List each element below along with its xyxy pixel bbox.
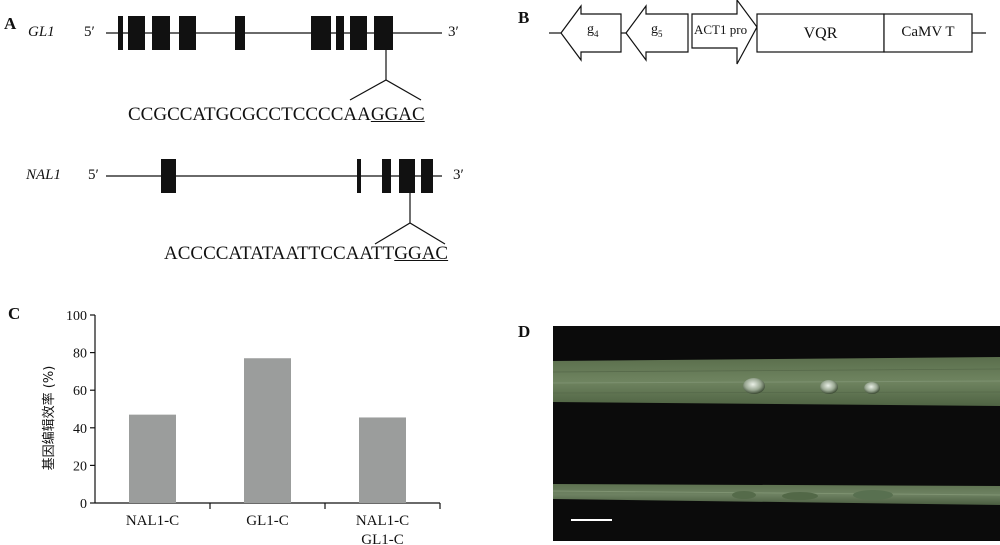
bar	[244, 358, 291, 503]
camv-terminator-label: CaMV T	[901, 24, 955, 40]
nal1-gene-name: NAL1	[26, 167, 62, 183]
wet-spot	[732, 491, 756, 499]
gl1-seq-pam: GGAC	[370, 104, 425, 125]
upper-leaf-vein	[552, 368, 1000, 373]
y-tick-label: 100	[66, 309, 87, 324]
nal1-seq-plain: ACCCCATATAATTCCAATT	[164, 243, 395, 264]
x-tick-label: GL1-C	[246, 513, 289, 529]
gl1-exon	[118, 16, 123, 50]
gl1-five-prime: 5′	[84, 24, 95, 40]
nal1-target-pointer	[374, 222, 446, 245]
vqr-label: VQR	[803, 25, 838, 42]
panel-b-label: B	[518, 8, 530, 27]
y-tick-label: 40	[73, 422, 87, 437]
y-tick-label: 80	[73, 347, 87, 362]
gl1-exon	[311, 16, 331, 50]
nal1-exon	[357, 159, 361, 193]
gl1-exon	[336, 16, 344, 50]
gl1-target-sequence: CCGCCATGCGCCTCCCCAAGGAC	[128, 104, 425, 126]
gl1-gene-name: GL1	[28, 24, 55, 40]
g4-label: g4	[587, 22, 599, 39]
nal1-seq-pam: GGAC	[394, 243, 449, 264]
gl1-exon	[235, 16, 245, 50]
act1-promoter-label: ACT1 pro	[694, 22, 748, 37]
upper-leaf-vein	[552, 391, 1000, 394]
y-tick-label: 20	[73, 459, 87, 474]
y-axis-label: 基因编辑效率 (%)	[42, 365, 57, 471]
bar	[359, 417, 406, 503]
panel-d-label: D	[518, 322, 531, 341]
x-tick-label: GL1-C	[361, 532, 404, 545]
bar	[129, 414, 176, 503]
water-droplet	[864, 382, 880, 394]
y-tick-label: 0	[80, 497, 87, 512]
water-droplet	[820, 380, 838, 394]
water-droplet	[743, 378, 765, 394]
nal1-exon	[382, 159, 391, 193]
gl1-three-prime: 3′	[448, 24, 459, 40]
x-tick-label: NAL1-C	[126, 513, 179, 529]
gl1-target-pointer	[349, 79, 422, 101]
panel-c-label: C	[8, 304, 21, 323]
gl1-exon	[128, 16, 145, 50]
nal1-three-prime: 3′	[453, 167, 464, 183]
panel-a-label: A	[4, 14, 17, 33]
g5-label: g5	[651, 22, 663, 39]
nal1-exon	[399, 159, 415, 193]
lower-leaf-vein	[552, 490, 1000, 496]
nal1-exon	[161, 159, 176, 193]
nal1-target-sequence: ACCCCATATAATTCCAATTGGAC	[164, 243, 448, 265]
x-tick-label: NAL1-C	[356, 513, 409, 529]
nal1-five-prime: 5′	[88, 167, 99, 183]
upper-leaf-vein	[552, 380, 1000, 384]
photo-background	[553, 326, 1000, 541]
gl1-exon	[374, 16, 393, 50]
wet-spot	[782, 492, 818, 500]
gl1-exon	[152, 16, 170, 50]
gl1-exon	[179, 16, 196, 50]
nal1-exon	[421, 159, 433, 193]
lower-leaf	[553, 484, 1000, 505]
y-tick-label: 60	[73, 384, 87, 399]
wet-spot	[853, 490, 893, 500]
gl1-seq-plain: CCGCCATGCGCCTCCCCAA	[128, 104, 371, 125]
upper-leaf	[553, 357, 1000, 406]
gl1-exon	[350, 16, 367, 50]
